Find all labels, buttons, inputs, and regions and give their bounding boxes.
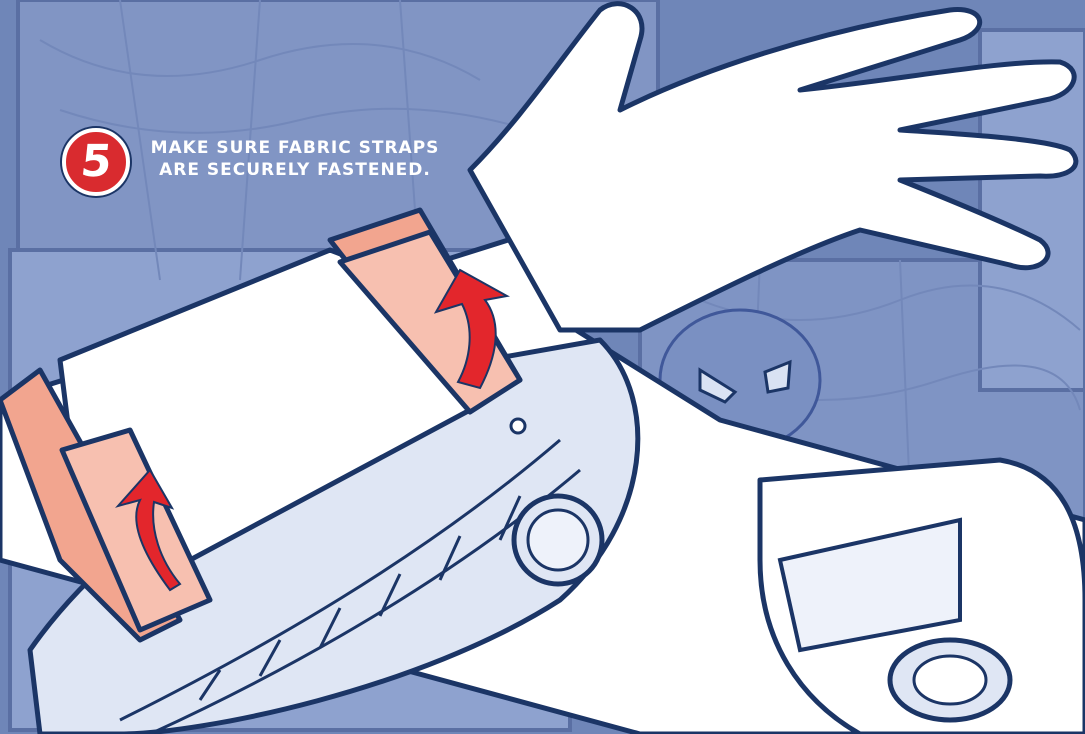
web-shooter-side-view [760,460,1085,734]
step-number: 5 [78,140,113,184]
instruction-line-1: MAKE SURE FABRIC STRAPS [150,137,440,159]
instruction-line-2: ARE SECURELY FASTENED. [150,159,440,181]
instruction-text: MAKE SURE FABRIC STRAPS ARE SECURELY FAS… [150,137,440,181]
step-number-badge: 5 [62,128,130,196]
